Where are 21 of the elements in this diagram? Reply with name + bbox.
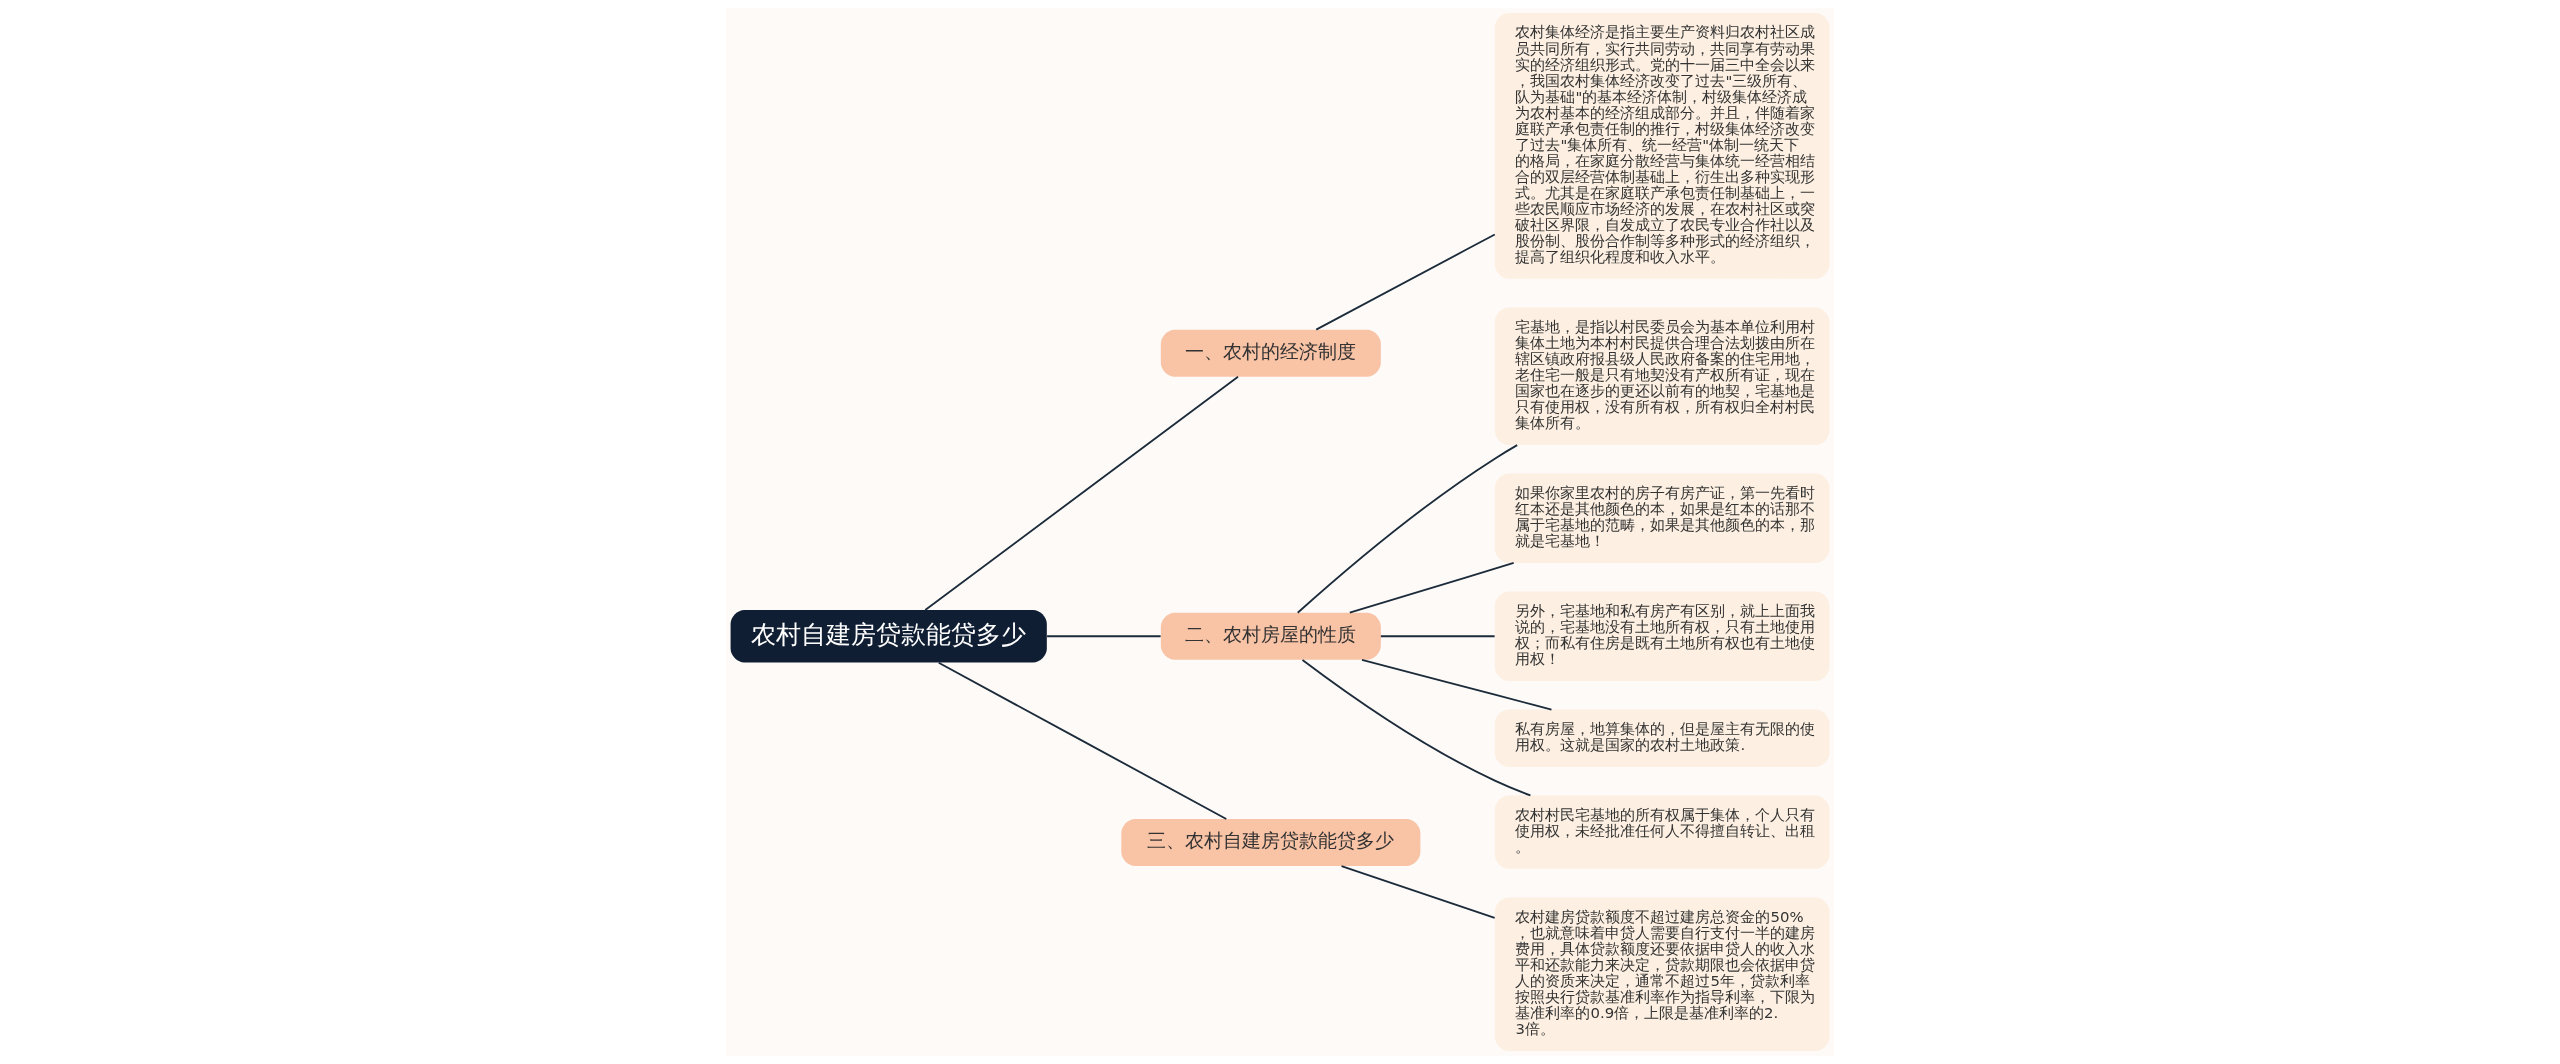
node-box: 农村集体经济是指主要生产资料归农村社区成员共同所有，实行共同劳动，共同享有劳动果实的经济组织形式。党的十一届三中全会以来，我国农村集体经济改变了过去"三级所有、队为基础"的基本经济体制，村级集体经济成为农村基本的经济组成部分。并且，伴随着家庭联产承包责任制的推行，村级集体经济改变了过去"集体所有、统一经营"体制一统天下的格局，在家庭分散经营与集体统一经营相结合的双层经营体制基础上，衍生出多种实现形式。尤其是在家庭联产承包责任制基础上，一些农民顺应市场经济的发展，在农村社区或突破社区界限，自发成立了农民专业合作社以及股份制、股份合作制等多种形式的经济组织，提高了组织化程度和收入水平。 bbox=[1494, 12, 1830, 279]
connector bbox=[1348, 562, 1515, 614]
node-box: 农村自建房贷款能贷多少 bbox=[730, 609, 1047, 663]
connector bbox=[1315, 233, 1496, 331]
connector bbox=[924, 375, 1239, 611]
node-box: 三、农村自建房贷款能贷多少 bbox=[1121, 819, 1421, 866]
connector bbox=[1046, 635, 1162, 638]
node-box: 另外，宅基地和私有房产有区别，就上上面我说的，宅基地没有土地所有权，只有土地使用权；而私有住房是既有土地所有权也有土地使用权！ bbox=[1494, 591, 1830, 681]
connector bbox=[1361, 658, 1553, 711]
node-box: 一、农村的经济制度 bbox=[1160, 329, 1381, 377]
node-box: 如果你家里农村的房子有房产证，第一先看时红本还是其他颜色的本，如果是红本的话那不属于宅基地的范畴，如果是其他颜色的本，那就是宅基地！ bbox=[1494, 473, 1830, 563]
node-box: 农村村民宅基地的所有权属于集体，个人只有使用权，未经批准任何人不得擅自转让、出租。 bbox=[1494, 795, 1830, 869]
node-box: 农村建房贷款额度不超过建房总资金的50%，也就意味着申贷人需要自行支付一半的建房费用，具体贷款额度还要依据申贷人的收入水平和还款能力来决定，贷款期限也会依据申贷人的资质来决定，通常不超过5年，贷款利率按照央行贷款基准利率作为指导利率，下限为基准利率的0.9倍，上限是基准利率的2.3倍。 bbox=[1494, 897, 1830, 1052]
node-box: 宅基地，是指以村民委员会为基本单位利用村集体土地为本村村民提供合理合法划拨由所在辖区镇政府报县级人民政府备案的住宅用地，老住宅一般是只有地契没有产权所有证，现在国家也在逐步的更还以前有的地契，宅基地是只有使用权，没有所有权，所有权归全村村民集体所有。 bbox=[1494, 307, 1830, 445]
node-box: 私有房屋，地算集体的，但是屋主有无限的使用权。这就是国家的农村土地政策. bbox=[1494, 709, 1830, 767]
connector bbox=[937, 661, 1228, 820]
node-box: 二、农村房屋的性质 bbox=[1160, 612, 1381, 660]
connector bbox=[1296, 444, 1519, 614]
connector bbox=[1340, 865, 1496, 919]
connector bbox=[1301, 659, 1532, 797]
connector bbox=[1379, 635, 1496, 638]
